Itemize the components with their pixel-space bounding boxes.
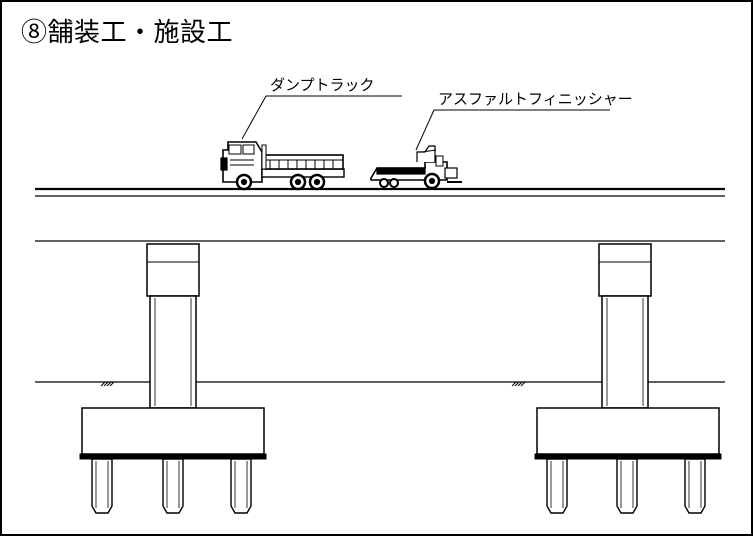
asphalt-finisher-label: アスファルトフィニッシャー [438, 90, 633, 108]
dump-truck-icon [220, 141, 345, 191]
dump-truck-label: ダンプトラック [270, 76, 375, 94]
figure-title: ⑧舗装工・施設工 [21, 18, 234, 48]
piles-left [91, 458, 252, 514]
asphalt-finisher-icon [370, 145, 462, 190]
leader-lines [241, 95, 610, 151]
pier-right [534, 243, 722, 460]
pier-left [79, 243, 267, 460]
bridge-deck [35, 187, 725, 242]
piles-right [546, 458, 706, 514]
